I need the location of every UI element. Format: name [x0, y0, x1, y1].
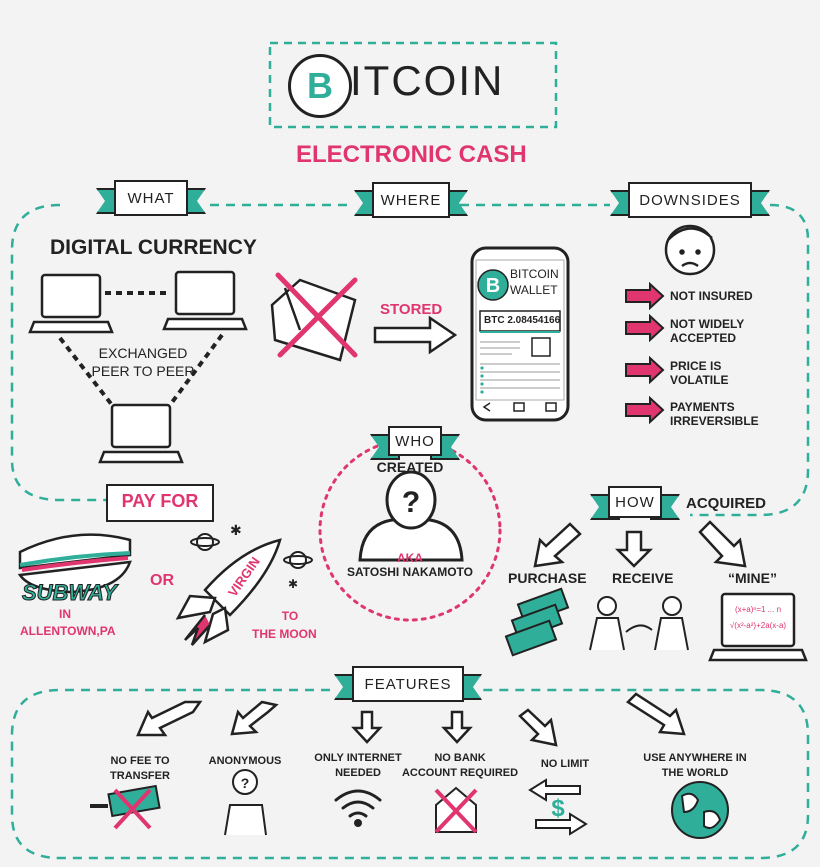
pay-for-box — [106, 484, 214, 522]
money-stack-icon — [504, 587, 570, 657]
wallet-balance: BTC 2.08454166 — [484, 315, 561, 326]
globe-icon — [671, 781, 729, 839]
who-aka: AKA — [397, 551, 423, 565]
feature-4a: NO BANK — [434, 752, 486, 764]
feature-6b: THE WORLD — [661, 767, 729, 779]
no-fee-icon — [90, 784, 161, 830]
method-purchase: PURCHASE — [508, 570, 587, 586]
laptop-icon-3 — [98, 403, 184, 464]
banner-downsides: DOWNSIDES — [610, 182, 770, 218]
mining-laptop-icon — [708, 592, 808, 662]
or-label: OR — [150, 572, 174, 589]
banner-how: HOW — [590, 486, 680, 520]
feature-1b: TRANSFER — [110, 770, 170, 782]
laptop-icon-1 — [28, 273, 114, 334]
wallet-title-2: WALLET — [510, 283, 558, 297]
to-moon-1: TO — [281, 609, 299, 623]
what-heading: DIGITAL CURRENCY — [50, 236, 257, 259]
svg-text:$: $ — [551, 795, 565, 822]
method-mine: “MINE” — [728, 570, 777, 586]
pay-for-title: PAY FOR — [121, 491, 199, 511]
svg-text:✱: ✱ — [288, 577, 298, 591]
people-exchange-icon — [589, 596, 689, 651]
downside-2b: ACCEPTED — [670, 331, 737, 345]
no-limit-icon — [528, 778, 588, 836]
feature-3b: NEEDED — [335, 767, 381, 779]
location-1: IN — [59, 607, 71, 621]
who-name: SATOSHI NAKAMOTO — [346, 565, 473, 579]
svg-text:(x+a)ⁿ=1 ... n: (x+a)ⁿ=1 ... n — [735, 605, 781, 614]
rocket-icon — [175, 538, 282, 646]
no-bank-icon — [434, 786, 478, 834]
feature-3a: ONLY INTERNET — [314, 752, 402, 764]
svg-text:√(x²-a²)+2a(x-a): √(x²-a²)+2a(x-a) — [730, 621, 787, 630]
what-caption-1: EXCHANGED — [98, 345, 188, 361]
subway-brand: SUBWAY — [22, 580, 118, 605]
feature-5a: NO LIMIT — [540, 758, 590, 770]
feature-1a: NO FEE TO — [110, 755, 170, 767]
downside-4b: IRREVERSIBLE — [670, 414, 759, 428]
method-receive: RECEIVE — [612, 570, 674, 586]
bitcoin-logo-icon: B — [288, 54, 352, 118]
svg-text:B: B — [486, 275, 500, 297]
svg-text:?: ? — [402, 486, 420, 519]
feature-4b: ACCOUNT REQUIRED — [401, 767, 519, 779]
anonymous-person-icon — [358, 470, 464, 562]
how-acquired: ACQUIRED — [686, 495, 767, 512]
wifi-icon — [334, 789, 382, 827]
downside-3b: VOLATILE — [670, 373, 729, 387]
downside-2a: NOT WIDELY — [670, 317, 745, 331]
feature-2a: ANONYMOUS — [208, 755, 282, 767]
sandwich-icon — [17, 533, 132, 594]
feature-6a: USE ANYWHERE IN — [643, 752, 747, 764]
to-moon-2: THE MOON — [252, 627, 317, 641]
downside-4a: PAYMENTS — [670, 400, 735, 414]
banner-what: WHAT — [96, 180, 206, 216]
svg-text:✱: ✱ — [230, 522, 242, 538]
what-caption-2: PEER TO PEER — [91, 363, 195, 379]
sad-face-icon — [664, 224, 716, 276]
stored-label: STORED — [380, 301, 443, 318]
location-2: ALLENTOWN,PA — [20, 624, 116, 638]
who-created: CREATED — [376, 459, 444, 475]
anonymous-icon — [224, 769, 267, 836]
banner-features: FEATURES — [334, 666, 482, 702]
laptop-icon-2 — [162, 270, 248, 331]
downside-1: NOT INSURED — [670, 289, 753, 303]
wallet-title-1: BITCOIN — [510, 267, 559, 281]
page-subtitle: ELECTRONIC CASH — [296, 141, 527, 168]
downside-3a: PRICE IS — [670, 359, 722, 373]
banner-where: WHERE — [354, 182, 468, 218]
banner-who: WHO — [370, 426, 460, 460]
svg-text:?: ? — [241, 775, 250, 791]
page-title: ITCOIN — [350, 57, 505, 104]
